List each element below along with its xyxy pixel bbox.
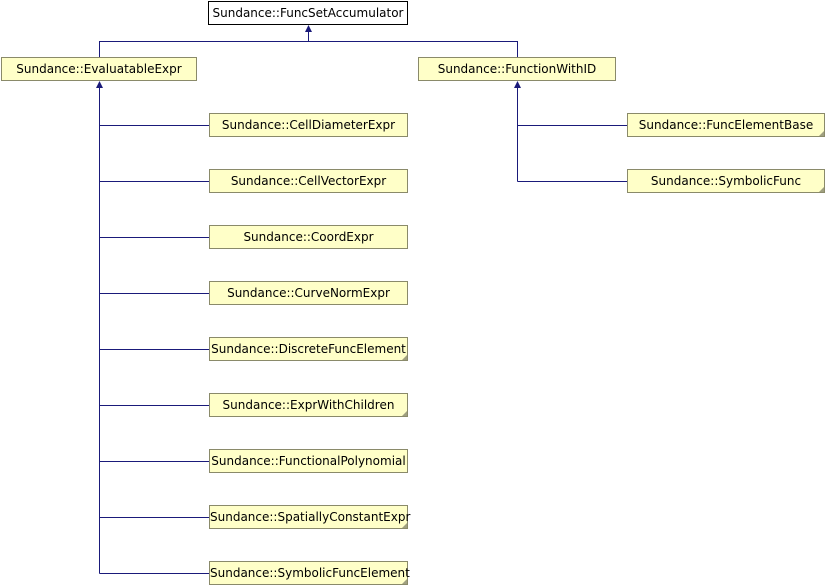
- node-symbolicfunc[interactable]: Sundance::SymbolicFunc: [627, 169, 825, 193]
- collapsed-subtree-marker: [402, 579, 407, 584]
- node-curvenormexpr[interactable]: Sundance::CurveNormExpr: [209, 281, 408, 305]
- node-label: Sundance::CellVectorExpr: [230, 174, 387, 188]
- node-cellvectorexpr[interactable]: Sundance::CellVectorExpr: [209, 169, 408, 193]
- node-label: Sundance::FunctionWithID: [437, 62, 597, 76]
- collapsed-subtree-marker: [402, 523, 407, 528]
- node-evaluatableexpr[interactable]: Sundance::EvaluatableExpr: [1, 57, 197, 81]
- node-label: Sundance::FunctionalPolynomial: [211, 454, 406, 468]
- node-label: Sundance::CoordExpr: [243, 230, 374, 244]
- node-discretefuncelement[interactable]: Sundance::DiscreteFuncElement: [209, 337, 408, 361]
- node-label: Sundance::ExprWithChildren: [222, 398, 395, 412]
- collapsed-subtree-marker: [402, 355, 407, 360]
- node-label: Sundance::FuncElementBase: [638, 118, 814, 132]
- node-functionalpolynomial[interactable]: Sundance::FunctionalPolynomial: [209, 449, 408, 473]
- arrowhead-root: [305, 25, 312, 32]
- node-symbolicfuncelement[interactable]: Sundance::SymbolicFuncElement: [209, 561, 410, 585]
- node-functionwithid[interactable]: Sundance::FunctionWithID: [418, 57, 616, 81]
- node-funcsetaccumulator[interactable]: Sundance::FuncSetAccumulator: [208, 1, 408, 25]
- node-label: Sundance::EvaluatableExpr: [16, 62, 182, 76]
- arrowhead-evaluatable: [96, 81, 103, 88]
- node-funcelementbase[interactable]: Sundance::FuncElementBase: [627, 113, 825, 137]
- node-spatiallyconstantexpr[interactable]: Sundance::SpatiallyConstantExpr: [209, 505, 411, 529]
- node-label: Sundance::SymbolicFunc: [650, 174, 802, 188]
- node-label: Sundance::SymbolicFuncElement: [210, 566, 410, 580]
- node-coordexpr[interactable]: Sundance::CoordExpr: [209, 225, 408, 249]
- node-label: Sundance::CurveNormExpr: [227, 286, 390, 300]
- collapsed-subtree-marker: [819, 131, 824, 136]
- collapsed-subtree-marker: [819, 187, 824, 192]
- arrowhead-functionwithid: [514, 81, 521, 88]
- node-label: Sundance::SpatiallyConstantExpr: [210, 510, 411, 524]
- collapsed-subtree-marker: [402, 411, 407, 416]
- node-label: Sundance::CellDiameterExpr: [221, 118, 396, 132]
- node-exprwithchildren[interactable]: Sundance::ExprWithChildren: [209, 393, 408, 417]
- node-celldiameterexpr[interactable]: Sundance::CellDiameterExpr: [209, 113, 408, 137]
- node-label: Sundance::DiscreteFuncElement: [211, 342, 406, 356]
- edge-level1-bus: [99, 41, 518, 57]
- node-label: Sundance::FuncSetAccumulator: [212, 6, 404, 20]
